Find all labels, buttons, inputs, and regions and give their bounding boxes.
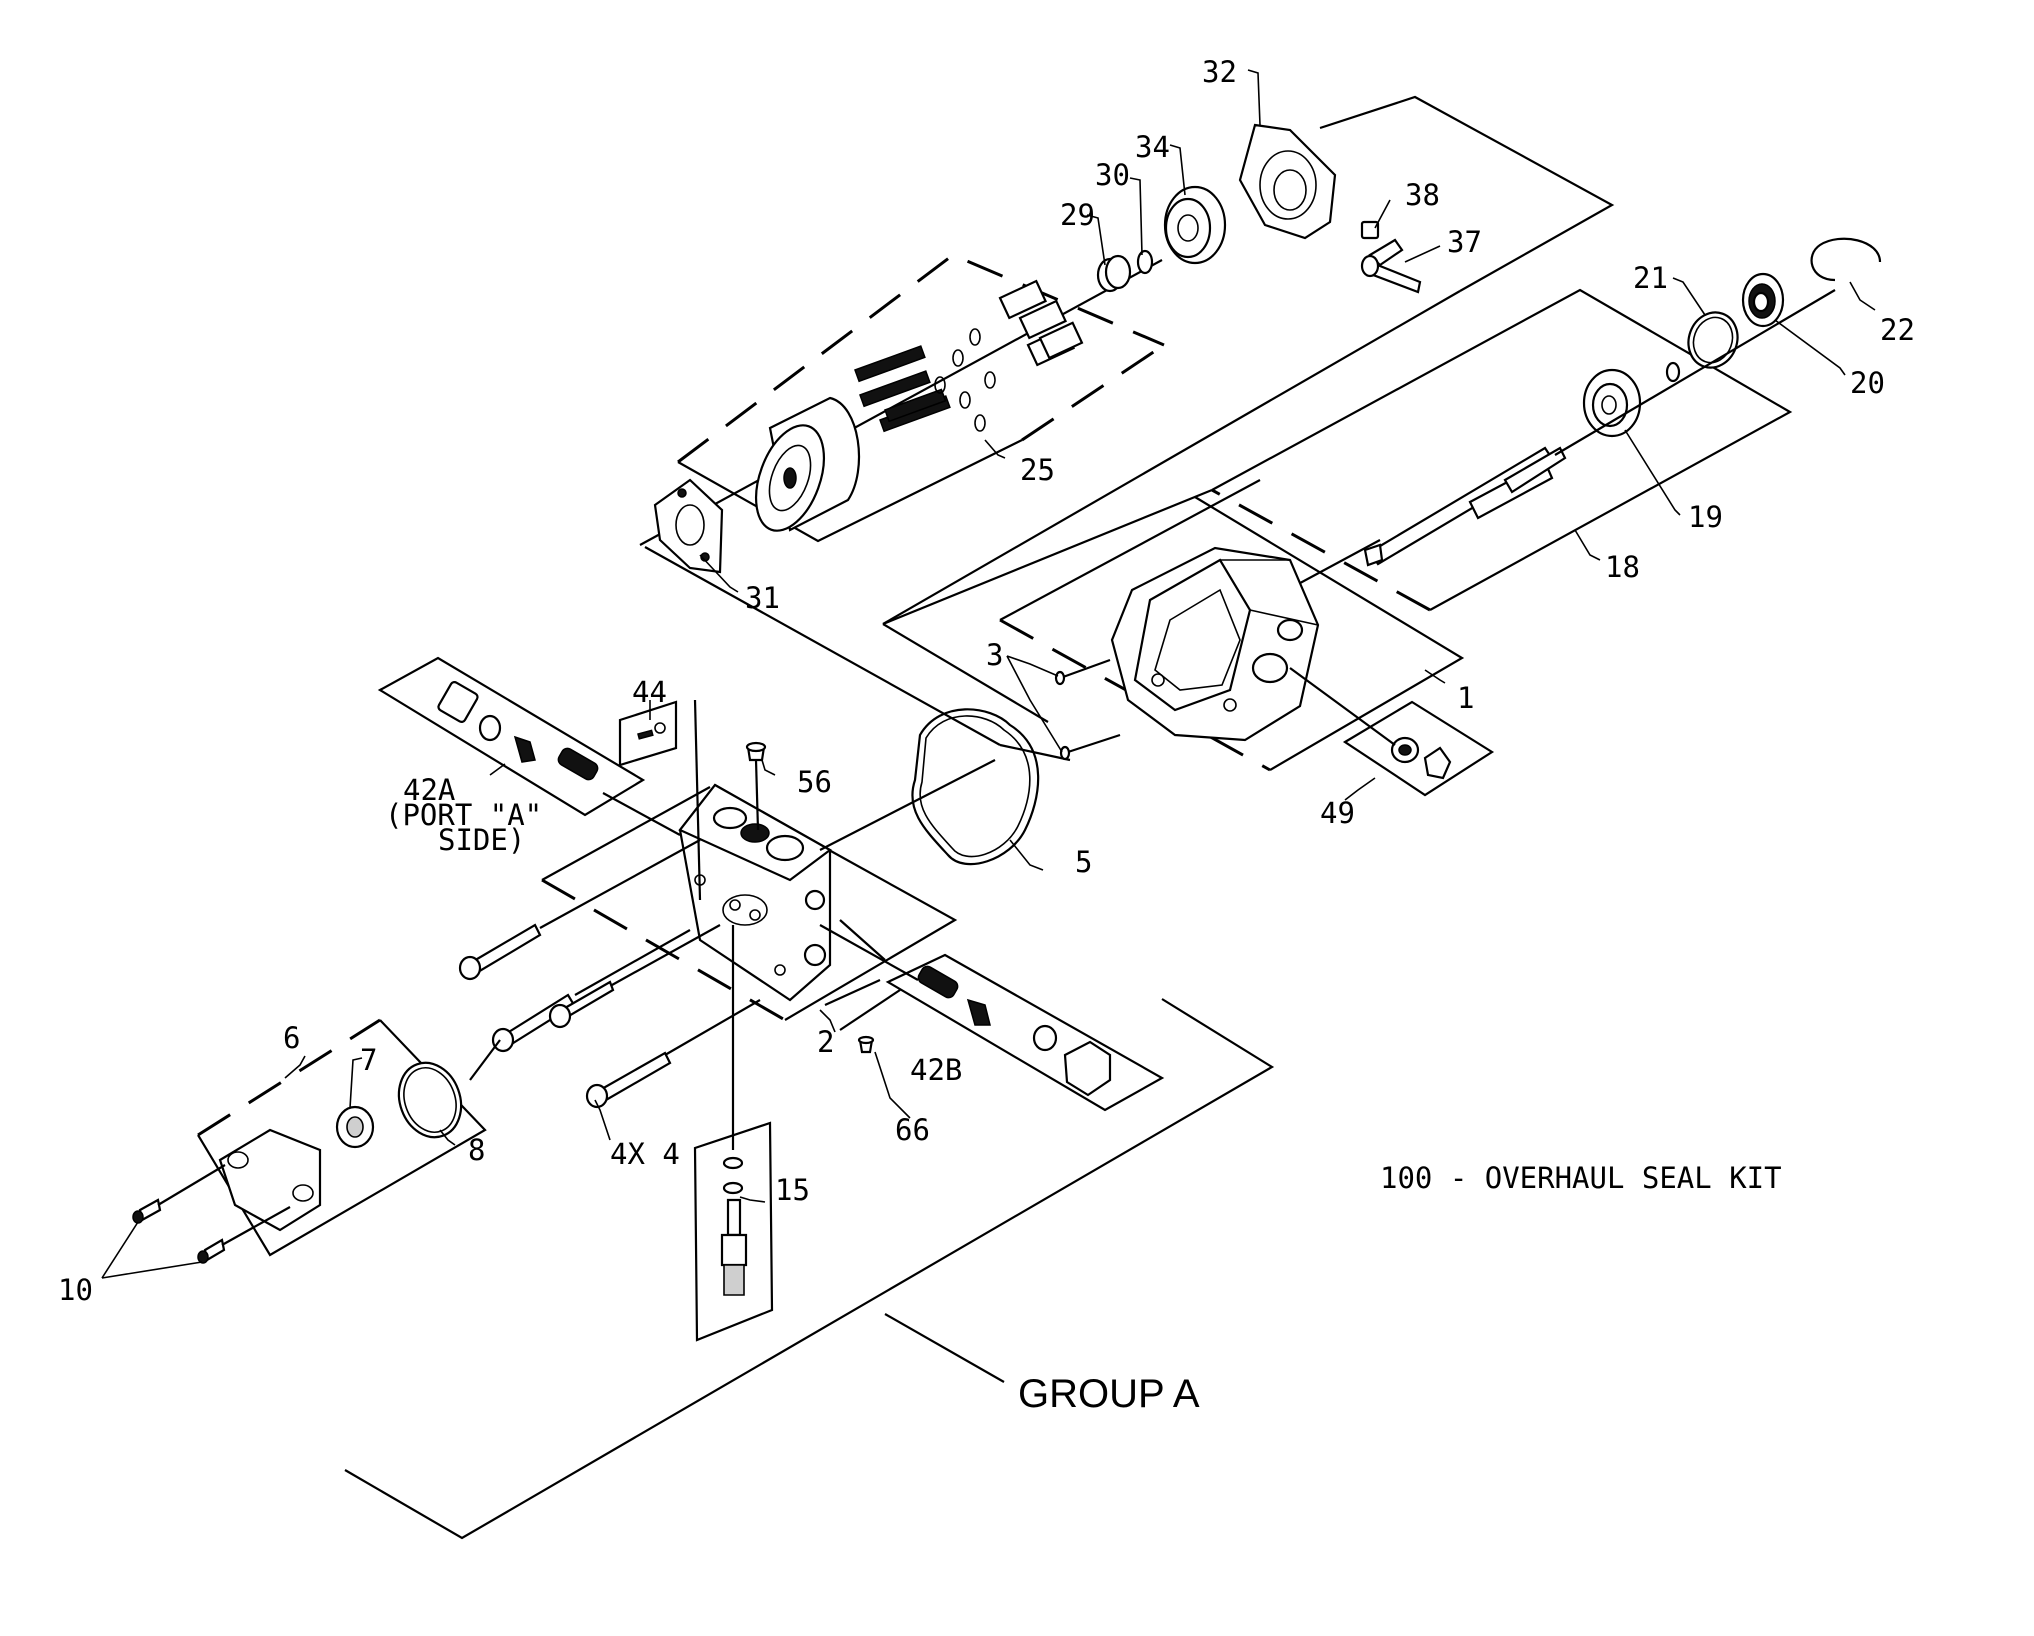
label-5: 5 xyxy=(1075,845,1092,879)
rotating-kit-box xyxy=(639,253,1165,762)
main-housing-1 xyxy=(1110,546,1320,742)
bearing-housing-32 xyxy=(1238,123,1337,240)
label-30: 30 xyxy=(1095,158,1130,192)
label-66: 66 xyxy=(895,1113,930,1147)
leader-lines xyxy=(101,69,1876,1279)
end-cap-box xyxy=(541,786,958,1022)
gasket-5 xyxy=(911,708,1040,866)
pistons xyxy=(854,279,1084,433)
label-49: 49 xyxy=(1320,796,1355,830)
label-15: 15 xyxy=(775,1173,810,1207)
label-20: 20 xyxy=(1850,366,1885,400)
seal-34 xyxy=(1163,185,1227,265)
label-21: 21 xyxy=(1633,261,1668,295)
relief-valve-box-42b xyxy=(819,924,1165,1112)
cartridge-box-15 xyxy=(693,925,774,1342)
box-44 xyxy=(618,699,702,901)
seal-20 xyxy=(1741,272,1785,328)
label-25: 25 xyxy=(1020,453,1055,487)
washer-29 xyxy=(1096,254,1132,293)
screws-10 xyxy=(132,1164,291,1264)
control-shaft-37 xyxy=(1360,238,1422,294)
dowel-pins-3 xyxy=(1054,658,1121,761)
bearing-19 xyxy=(1582,368,1642,438)
label-8: 8 xyxy=(468,1133,485,1167)
label-19: 19 xyxy=(1688,500,1723,534)
drive-shaft xyxy=(1249,446,1567,611)
label-6: 6 xyxy=(283,1021,300,1055)
relief-valve-box-42a xyxy=(377,656,681,836)
label-42a-port: (PORT "A" xyxy=(385,798,542,832)
label-31: 31 xyxy=(745,581,780,615)
seal-kit-note: 100 - OVERHAUL SEAL KIT xyxy=(1380,1161,1782,1195)
label-34: 34 xyxy=(1135,130,1170,164)
part-labels: 1 2 3 4X 4 5 6 7 8 10 15 18 19 20 21 22 … xyxy=(58,55,1915,1416)
retaining-ring-22 xyxy=(1810,237,1882,282)
label-1: 1 xyxy=(1457,681,1474,715)
nut-38 xyxy=(1360,220,1380,240)
plug-56 xyxy=(745,741,767,831)
cylinder-block xyxy=(755,396,860,532)
label-42b: 42B xyxy=(910,1053,962,1087)
thrust-plate-31 xyxy=(653,478,724,574)
ring-30 xyxy=(1136,249,1154,275)
ring-small xyxy=(1665,361,1681,383)
label-44: 44 xyxy=(632,675,667,709)
label-7: 7 xyxy=(360,1043,377,1077)
ring-21 xyxy=(1687,311,1739,369)
box-49 xyxy=(1289,667,1495,797)
label-22: 22 xyxy=(1880,313,1915,347)
cover-box-6 xyxy=(197,1018,501,1257)
label-37: 37 xyxy=(1447,225,1482,259)
label-3: 3 xyxy=(986,638,1003,672)
label-2: 2 xyxy=(817,1025,834,1059)
group-a-outline xyxy=(344,998,1275,1540)
label-56: 56 xyxy=(797,765,832,799)
label-42a: 42A xyxy=(403,773,455,807)
label-32: 32 xyxy=(1202,55,1237,89)
label-18: 18 xyxy=(1605,550,1640,584)
shaft-box xyxy=(882,288,1793,626)
label-4x-4: 4X 4 xyxy=(610,1137,680,1171)
plug-66 xyxy=(839,989,901,1054)
label-29: 29 xyxy=(1060,198,1095,232)
bolts xyxy=(458,839,761,1109)
group-a-label: GROUP A xyxy=(1018,1372,1200,1416)
end-cap-2 xyxy=(678,783,833,1002)
label-38: 38 xyxy=(1405,178,1440,212)
rear-cover-frame xyxy=(882,95,1615,723)
label-10: 10 xyxy=(58,1273,93,1307)
label-42a-side: SIDE) xyxy=(438,823,525,857)
